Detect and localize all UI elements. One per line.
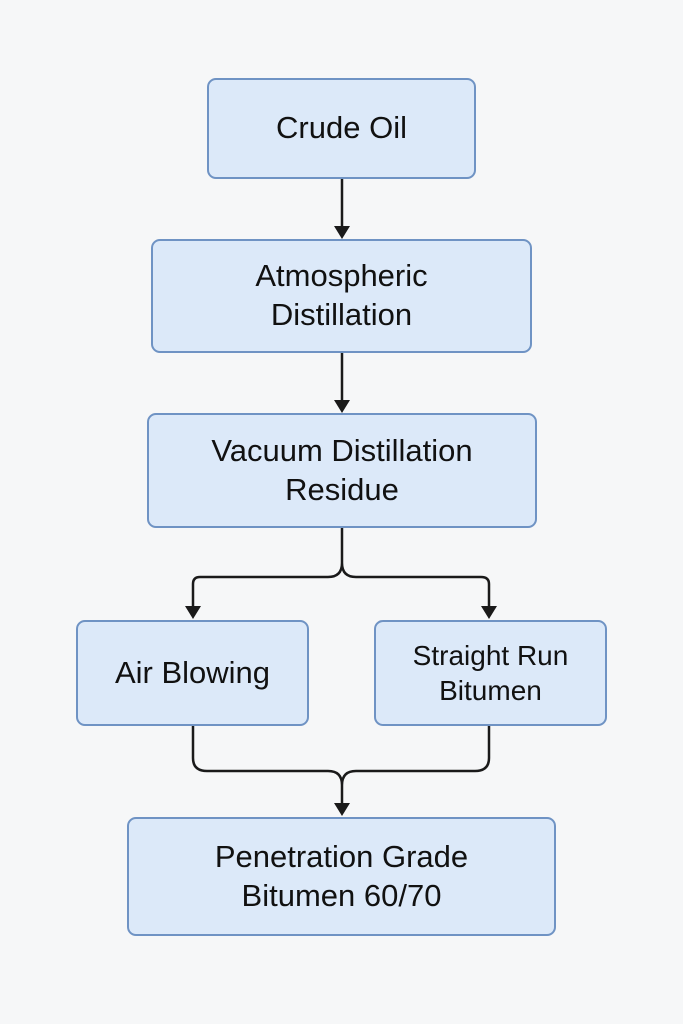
node-atmospheric-distillation: Atmospheric Distillation [151, 239, 532, 353]
arrowhead-straight-run [481, 606, 497, 619]
arrow-vacuum-split [191, 527, 491, 608]
node-vacuum-distillation-residue: Vacuum Distillation Residue [147, 413, 537, 528]
node-penetration-grade-bitumen: Penetration Grade Bitumen 60/70 [127, 817, 556, 936]
node-vacuum-distillation-residue-label: Vacuum Distillation Residue [211, 432, 473, 507]
arrowhead-atmospheric [334, 226, 350, 239]
arrow-merge-to-penetration [191, 725, 491, 805]
node-air-blowing: Air Blowing [76, 620, 309, 726]
node-straight-run-bitumen: Straight Run Bitumen [374, 620, 607, 726]
node-air-blowing-label: Air Blowing [114, 654, 271, 690]
node-penetration-grade-bitumen-label: Penetration Grade Bitumen 60/70 [214, 838, 469, 913]
node-atmospheric-distillation-label: Atmospheric Distillation [255, 258, 428, 332]
node-straight-run-bitumen-label: Straight Run Bitumen [412, 640, 569, 706]
arrowhead-air-blowing [185, 606, 201, 619]
arrowhead-penetration [334, 803, 350, 816]
arrowhead-vacuum [334, 400, 350, 413]
node-crude-oil: Crude Oil [207, 78, 476, 179]
node-crude-oil-label: Crude Oil [276, 110, 407, 146]
